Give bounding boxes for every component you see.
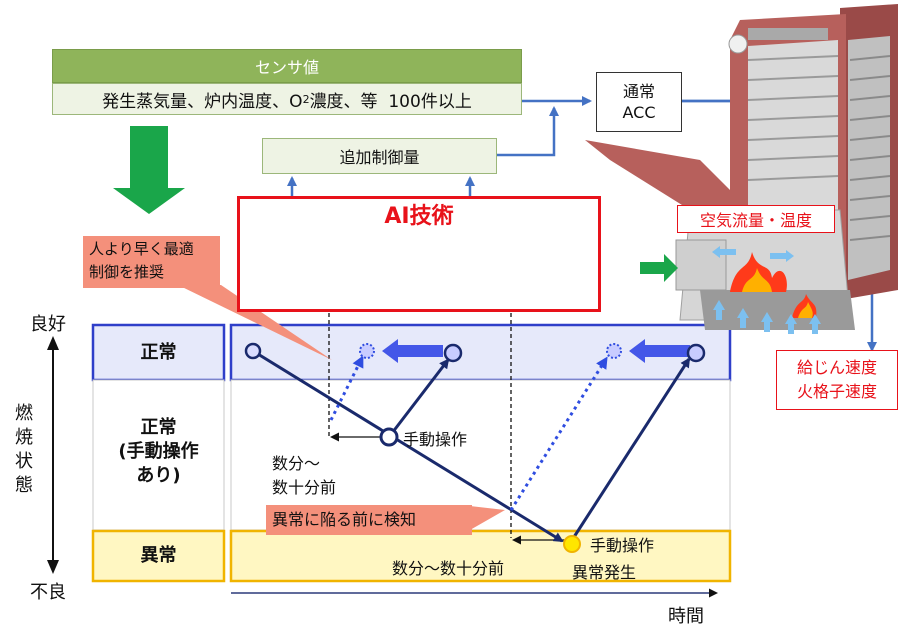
sensor-items-text-1: 発生蒸気量、炉内温度、O — [102, 91, 303, 112]
big-down-arrow — [113, 126, 185, 214]
axis-bad-label: 不良 — [30, 582, 66, 603]
model-normal-line2: モデル — [303, 270, 357, 291]
point-start — [244, 342, 262, 360]
annotation-minutes-1-line1: 数分～ — [272, 454, 321, 473]
band-normal-label-box — [91, 323, 226, 382]
sensor-header: センサ値 — [52, 49, 522, 83]
sensor-items-subscript: 2 — [302, 92, 310, 106]
model-normal-line1: 正常維持 — [294, 246, 366, 267]
annotation-minutes-1: 数分～ 数十分前 — [272, 452, 336, 500]
state-manual-line2: (手動操作 — [118, 441, 199, 462]
point-recovered-2 — [686, 343, 706, 363]
model-abnormal-line1: 異常回避 — [473, 246, 545, 267]
point-manual — [379, 427, 399, 447]
shift-arrow-2 — [629, 339, 690, 363]
axis-good-label: 良好 — [30, 314, 66, 335]
point-recovered-1 — [443, 343, 463, 363]
sensor-items-text-2: 濃度、等 100件以上 — [309, 91, 472, 112]
axis-time-label: 時間 — [668, 606, 704, 627]
ai-title: AI技術 — [384, 204, 454, 229]
furnace-feed-line2: 火格子速度 — [796, 382, 877, 401]
state-normal-text: 正常 — [140, 341, 177, 363]
callout-recommend: 人より早く最適 制御を推奨 — [83, 236, 220, 288]
point-target-2 — [606, 343, 622, 359]
callout-detect-text: 異常に陥る前に検知 — [272, 510, 417, 529]
state-manual-line3: あり) — [136, 465, 181, 486]
band-abnormal — [229, 529, 732, 583]
annotation-manual-op-2: 手動操作 — [590, 536, 655, 555]
furnace-air-text: 空気流量・温度 — [699, 211, 812, 230]
shift-arrow-1 — [382, 339, 443, 363]
point-abnormal — [563, 535, 581, 553]
axis-vertical-char-1: 燃 — [15, 403, 33, 424]
model-abnormal-line2: モデル — [482, 270, 536, 291]
additional-control-label: 追加制御量 — [339, 148, 420, 167]
furnace-illustration — [585, 4, 898, 334]
state-abnormal-text: 異常 — [140, 545, 177, 566]
band-abnormal-label-box — [91, 529, 226, 583]
acc-line1: 通常 — [622, 82, 655, 101]
model-normal: 正常維持 モデル — [249, 233, 411, 305]
axis-vertical-char-3: 状 — [15, 451, 33, 472]
axis-vertical-char-2: 焼 — [15, 427, 33, 448]
furnace-feed-label: 給じん速度 火格子速度 — [776, 350, 898, 410]
ai-technology-box — [237, 196, 601, 312]
furnace-feed-line1: 給じん速度 — [796, 358, 877, 377]
state-normal-label: 正常 — [93, 325, 224, 380]
model-abnormal: 異常回避 モデル — [428, 233, 590, 305]
state-abnormal-label: 異常 — [93, 531, 224, 581]
annotation-minutes-1-line2: 数十分前 — [272, 478, 337, 497]
axis-vertical-char-4: 態 — [15, 475, 33, 496]
state-manual-line1: 正常 — [140, 417, 177, 438]
callout-recommend-line1: 人より早く最適 — [89, 240, 194, 258]
sensor-header-text: センサ値 — [254, 58, 319, 77]
state-manual-label: 正常 (手動操作 あり) — [93, 404, 224, 500]
acc-box: 通常 ACC — [596, 72, 682, 132]
furnace-air-label: 空気流量・温度 — [677, 205, 835, 233]
annotation-abnormal-occurrence: 異常発生 — [572, 563, 637, 582]
annotation-manual-op-1: 手動操作 — [403, 430, 468, 449]
callout-recommend-line2: 制御を推奨 — [89, 263, 165, 281]
axis-vertical-label: 燃 焼 状 態 — [12, 402, 36, 498]
point-target-1 — [359, 343, 375, 359]
callout-detect: 異常に陥る前に検知 — [266, 505, 472, 535]
additional-control-box: 追加制御量 — [262, 138, 497, 174]
annotation-minutes-2: 数分～数十分前 — [392, 559, 505, 578]
acc-line2: ACC — [622, 103, 656, 122]
